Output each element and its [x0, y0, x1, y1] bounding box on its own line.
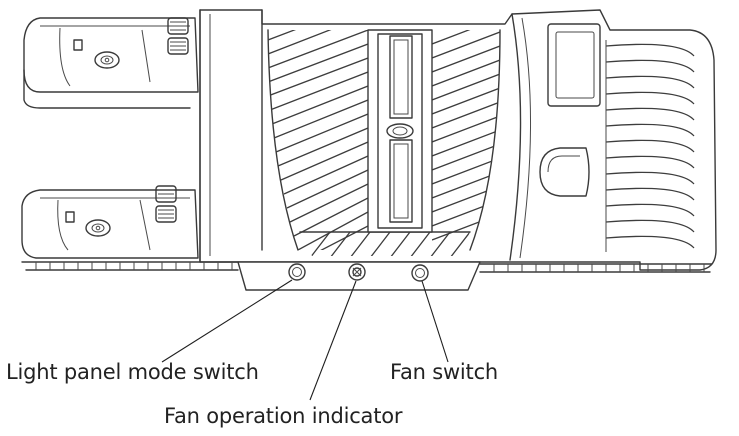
- bottom-edge-serration: [21, 261, 713, 291]
- fan-switch-knob: [411, 264, 429, 282]
- fan-operation-indicator-light: [348, 263, 366, 281]
- heat-sink-fins: [268, 29, 500, 256]
- right-cooling-ribs: [605, 40, 695, 252]
- leader-fan-switch: [421, 280, 449, 363]
- leader-light-panel-mode-switch: [161, 279, 293, 363]
- light-panel-mode-switch-knob: [288, 263, 306, 281]
- callout-light-panel-mode-switch: Light panel mode switch: [6, 360, 259, 384]
- fixture-housing: [199, 9, 717, 271]
- left-mounting-bracket-top: [23, 17, 199, 109]
- left-mounting-bracket-bottom: [21, 185, 199, 259]
- callout-fan-switch: Fan switch: [390, 360, 499, 384]
- leader-fan-operation-indicator: [309, 280, 357, 401]
- callout-fan-operation-indicator: Fan operation indicator: [164, 404, 403, 428]
